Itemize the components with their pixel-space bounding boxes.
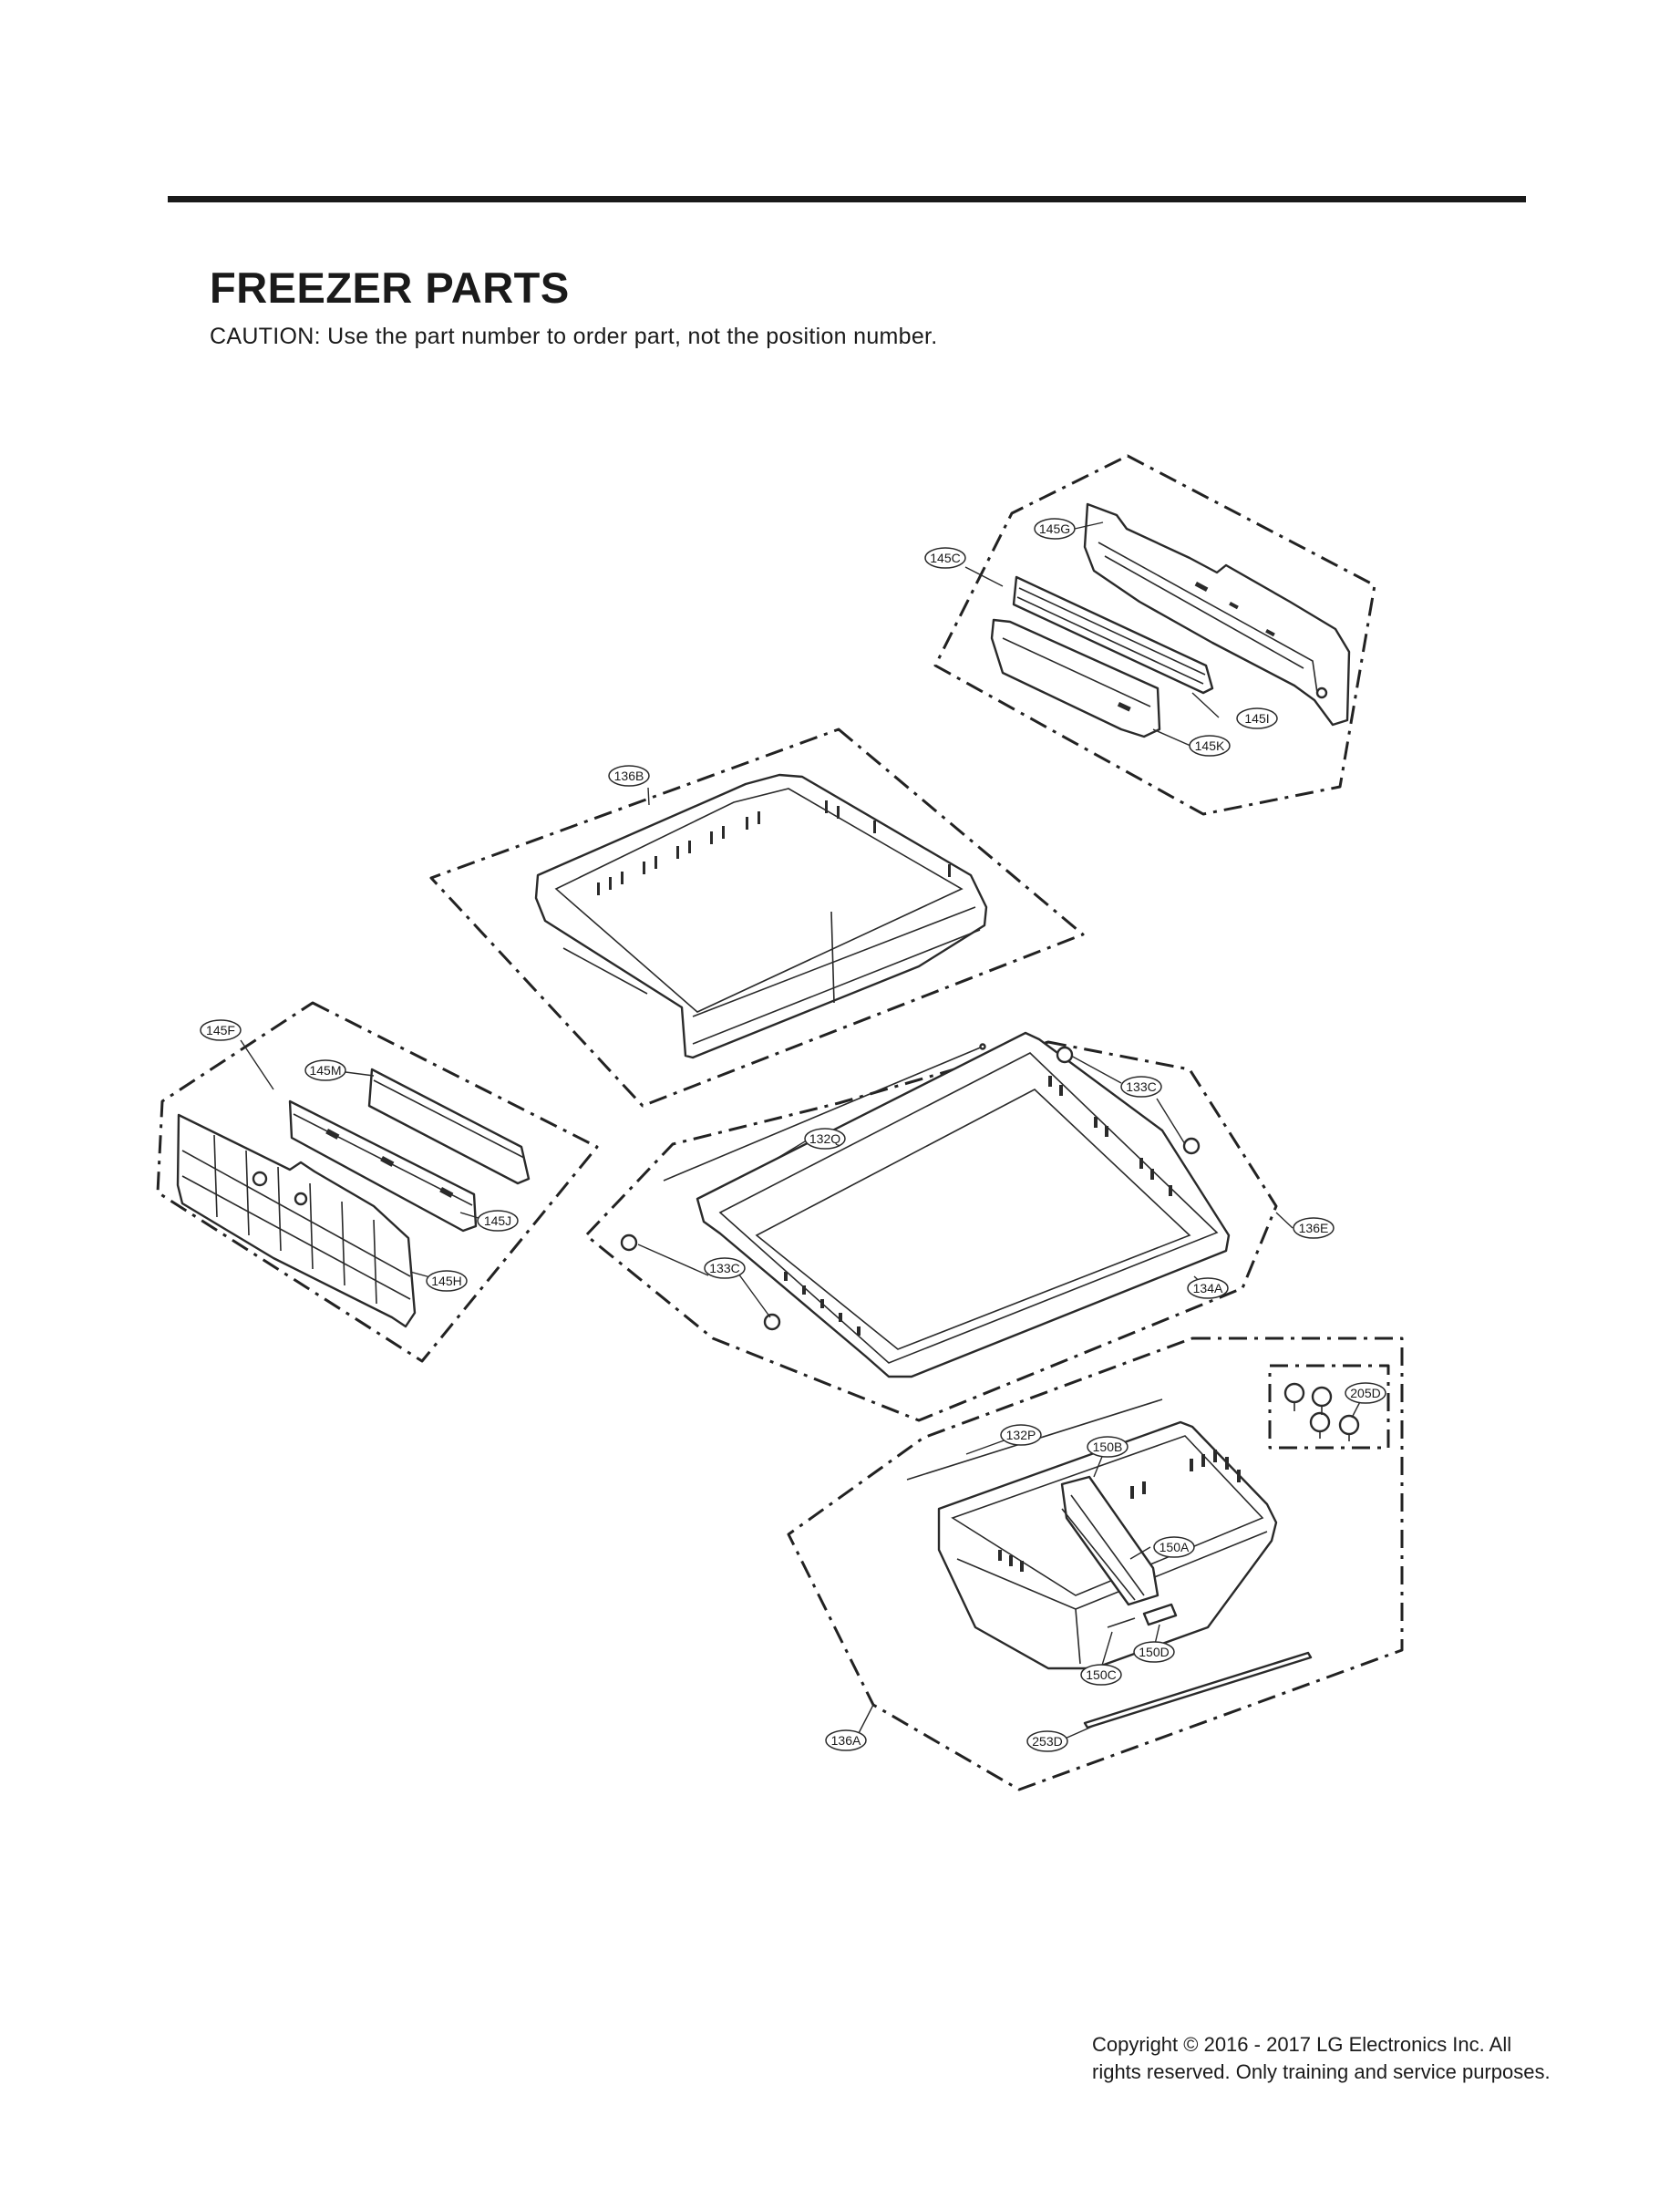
- callout-150D: 150D: [1133, 1641, 1175, 1663]
- svg-text:145K: 145K: [1195, 738, 1225, 753]
- callout-145M: 145M: [304, 1059, 346, 1081]
- callout-145J: 145J: [477, 1210, 519, 1232]
- front-panel-145H: [176, 1113, 417, 1328]
- clip-box-boundary: [1268, 1364, 1390, 1450]
- page-title: FREEZER PARTS: [210, 263, 570, 312]
- stopper-133C-d: [763, 1313, 781, 1331]
- copyright-notice: Copyright © 2016 - 2017 LG Electronics I…: [1092, 2031, 1639, 2085]
- callout-132Q: 132Q: [804, 1128, 846, 1150]
- callout-145K: 145K: [1189, 735, 1231, 757]
- callout-150A: 150A: [1153, 1536, 1195, 1558]
- svg-text:145H: 145H: [431, 1274, 461, 1288]
- guide-wire-132Q: [663, 1046, 984, 1182]
- svg-text:145J: 145J: [484, 1213, 511, 1228]
- svg-text:145G: 145G: [1039, 521, 1070, 536]
- svg-text:145F: 145F: [206, 1023, 235, 1037]
- stopper-133C-c: [620, 1233, 638, 1252]
- callout-145F: 145F: [200, 1019, 242, 1041]
- callout-133C-top: 133C: [1120, 1076, 1162, 1098]
- callout-133C-left: 133C: [704, 1257, 746, 1279]
- stopper-133C-a: [1056, 1046, 1074, 1064]
- svg-text:145M: 145M: [309, 1063, 341, 1078]
- rail-bracket-145G: [1083, 502, 1351, 727]
- front-panel-group: [156, 1001, 599, 1363]
- handle-150D: [1142, 1603, 1178, 1626]
- lower-basket-group: [787, 1337, 1404, 1791]
- rail-assembly-boundary: [933, 454, 1376, 816]
- callout-205D: 205D: [1345, 1382, 1386, 1404]
- callout-145C: 145C: [924, 547, 966, 569]
- lower-basket-boundary: [787, 1337, 1404, 1791]
- trim-strip-253D: [1083, 1651, 1313, 1729]
- caution-note: CAUTION: Use the part number to order pa…: [210, 324, 938, 349]
- header-rule: [168, 196, 1526, 202]
- callout-134A: 134A: [1187, 1277, 1229, 1299]
- shelf-tray-boundary: [584, 1040, 1278, 1422]
- svg-text:132P: 132P: [1006, 1428, 1036, 1442]
- callout-145G: 145G: [1034, 518, 1076, 540]
- callout-136A: 136A: [825, 1729, 867, 1751]
- callout-145H: 145H: [426, 1270, 468, 1292]
- svg-text:150C: 150C: [1086, 1667, 1116, 1682]
- callout-136B: 136B: [608, 765, 650, 787]
- svg-text:150D: 150D: [1139, 1645, 1169, 1659]
- svg-text:145I: 145I: [1244, 711, 1269, 726]
- svg-text:136B: 136B: [614, 769, 644, 783]
- svg-text:205D: 205D: [1350, 1386, 1380, 1400]
- svg-text:136E: 136E: [1299, 1221, 1329, 1235]
- svg-text:136A: 136A: [831, 1733, 861, 1748]
- callout-150C: 150C: [1080, 1664, 1122, 1686]
- svg-text:150B: 150B: [1093, 1440, 1123, 1454]
- svg-text:133C: 133C: [709, 1261, 739, 1275]
- shelf-tray-group: [584, 1031, 1278, 1422]
- svg-text:145C: 145C: [930, 551, 960, 565]
- divider-150B: [1060, 1475, 1160, 1606]
- stopper-133C-b: [1182, 1137, 1201, 1155]
- svg-text:253D: 253D: [1032, 1734, 1062, 1749]
- callout-145I: 145I: [1236, 707, 1278, 729]
- svg-text:133C: 133C: [1126, 1079, 1156, 1094]
- upper-drawer-136B: [534, 773, 988, 1059]
- rail-bracket-145K: [990, 618, 1161, 738]
- upper-drawer-boundary: [429, 728, 1085, 1108]
- callout-132P: 132P: [1000, 1424, 1042, 1446]
- front-panel-boundary: [156, 1001, 599, 1363]
- svg-text:134A: 134A: [1193, 1281, 1223, 1295]
- callout-150B: 150B: [1087, 1436, 1129, 1458]
- upper-drawer-group: [429, 728, 1085, 1108]
- svg-text:150A: 150A: [1160, 1540, 1190, 1554]
- callout-253D: 253D: [1026, 1730, 1068, 1752]
- copyright-line-2: rights reserved. Only training and servi…: [1092, 2059, 1551, 2083]
- svg-text:132Q: 132Q: [809, 1131, 840, 1146]
- clips-205D: [1283, 1382, 1360, 1441]
- copyright-line-1: Copyright © 2016 - 2017 LG Electronics I…: [1092, 2033, 1512, 2056]
- rail-assembly-group: [933, 454, 1376, 816]
- callout-136E: 136E: [1293, 1217, 1335, 1239]
- slide-rail-145I: [1012, 575, 1214, 695]
